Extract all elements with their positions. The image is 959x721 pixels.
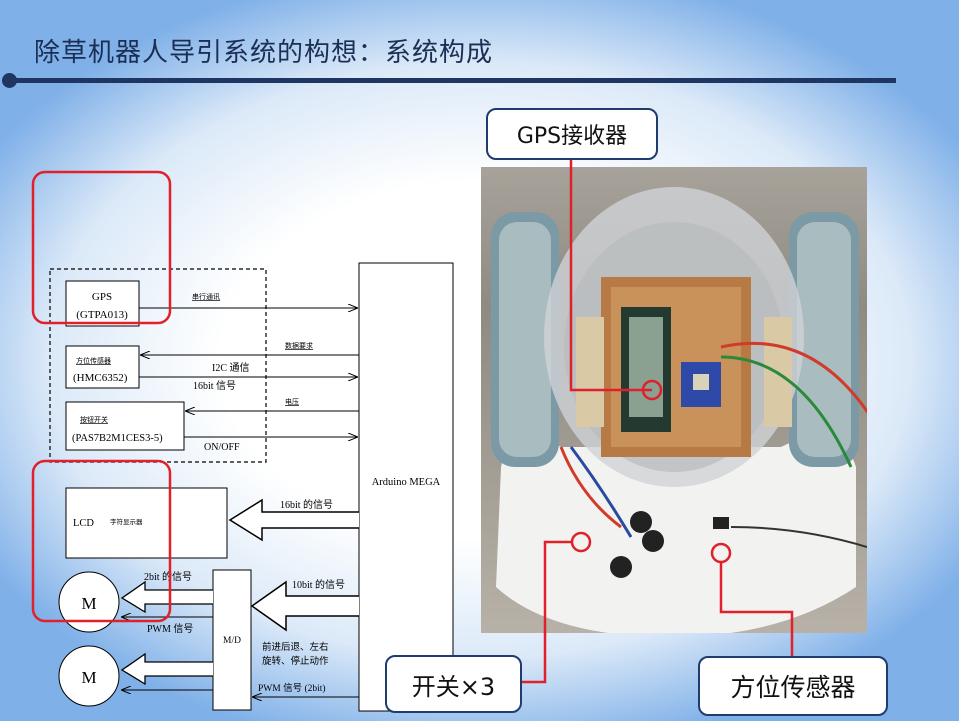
action-label-2: 旋转、停止动作 (262, 655, 329, 667)
lcd-signal-label: 16bit 的信号 (280, 498, 333, 511)
gps-label: GPS (92, 291, 112, 303)
switch-target-ring (570, 531, 592, 553)
lcd-label: LCD (73, 518, 94, 529)
switch-2 (642, 530, 664, 552)
switch-leader-line (520, 540, 571, 684)
direction-sensor-model: (HMC6352) (73, 372, 128, 384)
motor-2-drive-arrow (120, 652, 213, 686)
direction-sensor-callout: 方位传感器 (698, 656, 888, 716)
push-switch-label: 按钮开关 (80, 415, 108, 424)
title-underline (10, 78, 896, 83)
gps-highlight-box (31, 170, 172, 325)
arduino-box (358, 262, 454, 712)
switch-callout: 开关×3 (385, 655, 522, 713)
gps-box (65, 280, 140, 327)
page-title: 除草机器人导引系统的构想：系统构成 (34, 38, 494, 68)
switch-1 (630, 511, 652, 533)
md-signal-arrow (250, 580, 359, 632)
sensor-target-ring (710, 542, 732, 564)
onoff-label: ON/OFF (204, 442, 240, 453)
bit10-label: 10bit 的信号 (292, 578, 345, 591)
lcd-motor-highlight-box (31, 459, 172, 623)
pwm-2bit-label: PWM 信号 (2bit) (258, 682, 326, 694)
voltage-label: 电压 (285, 397, 299, 406)
switch-3 (610, 556, 632, 578)
pwm-label: PWM 信号 (147, 623, 193, 635)
motor-1-drive-arrow (120, 580, 213, 614)
motor-1 (58, 571, 120, 633)
gps-receiver-callout: GPS接收器 (486, 108, 658, 160)
lcd-signal-arrow (228, 498, 359, 542)
data-request-label: 数据要求 (285, 341, 313, 350)
title-bullet (2, 73, 17, 88)
bit2-label: 2bit 的信号 (144, 570, 192, 583)
direction-sensor-label: 方位传感器 (76, 356, 111, 365)
push-switch-model: (PAS7B2M1CES3-5) (72, 433, 163, 444)
i2c-label: I2C 通信 (212, 362, 250, 374)
motor-2 (58, 645, 120, 707)
gps-leader-line (569, 158, 652, 392)
sensor-group-box (49, 268, 267, 463)
motor-driver-label: M/D (223, 636, 241, 646)
arduino-label: Arduino MEGA (372, 477, 441, 488)
robot-illustration (491, 187, 867, 633)
motor-driver-box (212, 569, 252, 711)
lcd-desc: 字符显示器 (110, 517, 143, 526)
motor-2-label: M (81, 668, 96, 687)
lcd-box (65, 487, 228, 559)
gps-model: (GTPA013) (76, 309, 128, 321)
robot-photo (481, 167, 867, 633)
serial-label: 串行通讯 (192, 292, 220, 301)
bit16-label: 16bit 信号 (193, 380, 236, 392)
action-label-1: 前进后退、左右 (262, 641, 329, 653)
push-switch-box (65, 401, 185, 451)
direction-sensor-box (65, 345, 140, 389)
gps-target-ring (641, 379, 663, 401)
sensor-leader-line (719, 561, 794, 660)
direction-sensor-unit (713, 517, 729, 529)
motor-1-label: M (81, 594, 96, 613)
